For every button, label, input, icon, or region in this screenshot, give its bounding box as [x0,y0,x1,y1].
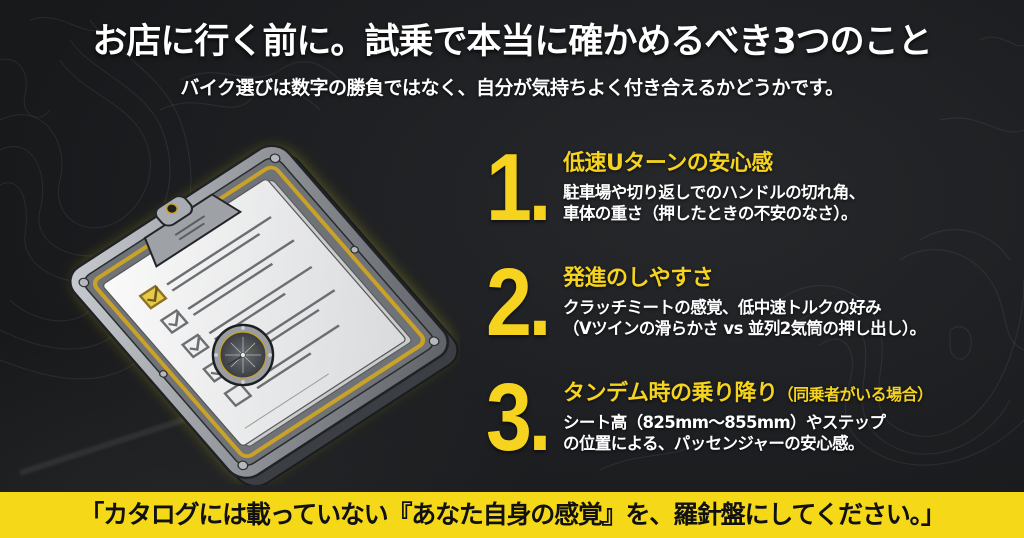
item-number: 3. [486,364,551,471]
item-description-line: 駐車場や切り返しでのハンドルの切れ角、 [563,183,865,202]
item-heading-text: 低速Uターンの安心感 [563,151,773,176]
banner-quote: 「カタログには載っていない『あなた自身の感覚』を、羅針盤にしてください。」 [79,500,946,529]
item-description: 駐車場や切り返しでのハンドルの切れ角、 車体の重さ（押したときの不安のなさ）。 [563,182,865,224]
item-number: 2. [486,249,551,356]
item-description-line: シート高（825mm〜855mm）やステップ [563,413,886,432]
item-heading: 発進のしやすさ [563,265,714,294]
item-heading-text: 発進のしやすさ [563,266,714,291]
item-heading-note: （同乗者がいる場合） [777,385,934,404]
item-heading: 低速Uターンの安心感 [563,150,773,179]
checklist-item-1: 1. 低速Uターンの安心感 駐車場や切り返しでのハンドルの切れ角、 車体の重さ（… [486,140,1006,238]
checklist-item-3: 3. タンデム時の乗り降り（同乗者がいる場合） シート高（825mm〜855mm… [486,370,1006,468]
item-heading-text: タンデム時の乗り降り [563,381,778,406]
page-title: お店に行く前に。試乗で本当に確かめるべき3つのこと [92,22,932,62]
item-description: シート高（825mm〜855mm）やステップ の位置による、パッセンジャーの安心… [563,412,886,454]
item-description-line: の位置による、パッセンジャーの安心感。 [563,434,864,453]
item-description: クラッチミートの感覚、低中速トルクの好み （Vツインの滑らかさ vs 並列2気筒… [563,297,926,339]
clipboard-checklist-illustration [60,135,460,487]
bottom-message-banner: 「カタログには載っていない『あなた自身の感覚』を、羅針盤にしてください。」 [0,492,1024,538]
item-number: 1. [486,134,551,241]
item-heading: タンデム時の乗り降り（同乗者がいる場合） [563,380,933,409]
page-subtitle: バイク選びは数字の勝負ではなく、自分が気持ちよく付き合えるかどうかです。 [180,77,844,99]
clipboard-checklist-icon [68,144,459,487]
item-description-line: （Vツインの滑らかさ vs 並列2気筒の押し出し）。 [563,319,926,338]
item-description-line: クラッチミートの感覚、低中速トルクの好み [563,298,882,317]
compass-icon [211,323,275,387]
item-description-line: 車体の重さ（押したときの不安のなさ）。 [563,204,857,223]
checklist-item-2: 2. 発進のしやすさ クラッチミートの感覚、低中速トルクの好み （Vツインの滑ら… [486,255,1006,353]
